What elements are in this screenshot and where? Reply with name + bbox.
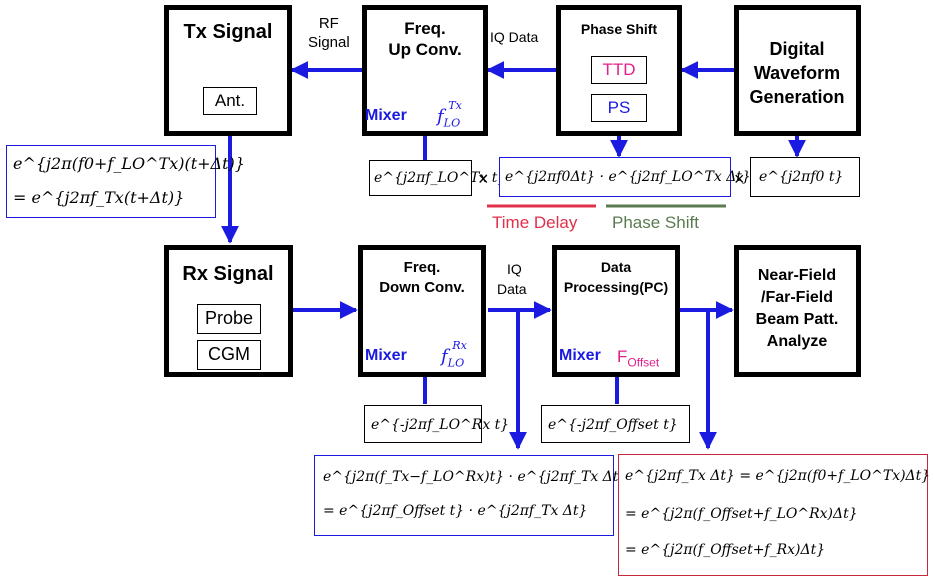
proc-mixer-label: Mixer — [559, 347, 601, 364]
analyze-title-2: /Far-Field — [760, 289, 834, 306]
final-result-line-1: e^{j2πf_Tx Δt} = e^{j2π(f0+f_LO^Tx)Δt} — [625, 468, 931, 484]
iq-result-line-2: = e^{j2πf_Offset t} · e^{j2πf_Tx Δt} — [323, 503, 588, 519]
probe-label: Probe — [204, 308, 254, 328]
rx-signal-title: Rx Signal — [182, 263, 274, 285]
tx-signal-formula: e^{j2π(f0+f_LO^Tx)(t+Δt)} = e^{j2πf_Tx(t… — [6, 145, 245, 218]
tx-formula-line-2: = e^{j2πf_Tx(t+Δt)} — [13, 188, 185, 207]
iq-result-formula: e^{j2π(f_Tx−f_LO^Rx)t} · e^{j2πf_Tx Δt} … — [314, 455, 627, 536]
lo-rx-formula: e^{-j2πf_LO^Rx t} — [364, 405, 509, 443]
data-label-bottom: Data — [497, 281, 527, 297]
upconv-title-1: Freq. — [404, 19, 446, 38]
iq-data-label-top: IQ Data — [490, 29, 539, 45]
digital-title-3: Generation — [749, 87, 845, 107]
iq-result-line-1: e^{j2π(f_Tx−f_LO^Rx)t} · e^{j2πf_Tx Δt} — [323, 469, 628, 485]
digital-title-1: Digital — [769, 39, 825, 59]
freq-up-conv-block: Freq. Up Conv. Mixer fLOTx — [362, 5, 488, 136]
analyze-title-3: Beam Patt. — [755, 311, 839, 328]
data-processing-block: Data Processing(PC) Mixer FOffset — [552, 245, 680, 377]
antenna-label: Ant. — [214, 91, 246, 110]
lo-tx-formula: e^{j2πf_LO^Tx t} — [369, 160, 506, 196]
ttd-box: TTD — [591, 56, 647, 84]
upconv-title-2: Up Conv. — [388, 40, 462, 59]
tx-signal-title: Tx Signal — [183, 21, 273, 43]
downconv-lo-freq: fLORx — [441, 339, 467, 370]
rf-signal-label: RF Signal — [308, 15, 350, 51]
cgm-box: CGM — [197, 340, 261, 370]
multiply-sign-1: × — [478, 169, 489, 189]
time-delay-label: Time Delay — [492, 213, 578, 232]
baseband-expr: e^{j2πf0 t} — [759, 169, 844, 185]
final-result-line-2: = e^{j2π(f_Offset+f_LO^Rx)Δt} — [625, 506, 858, 522]
tx-signal-block: Tx Signal Ant. — [164, 5, 292, 136]
ps-box: PS — [591, 94, 647, 122]
phase-shift-label: Phase Shift — [612, 213, 699, 232]
phase-formula: e^{j2πf0Δt} · e^{j2πf_LO^Tx Δt} — [499, 157, 751, 197]
ps-label: PS — [607, 98, 631, 117]
proc-title-2: Processing(PC) — [563, 279, 669, 295]
probe-box: Probe — [197, 304, 261, 334]
analyze-title-1: Near-Field — [757, 267, 837, 284]
analyze-title-4: Analyze — [766, 333, 828, 350]
phase-shift-block: Phase Shift TTD PS — [556, 5, 682, 136]
downconv-mixer-label: Mixer — [365, 347, 407, 364]
freq-down-conv-block: Freq. Down Conv. Mixer fLORx — [358, 245, 486, 377]
rx-signal-block: Rx Signal Probe CGM — [164, 245, 293, 377]
proc-title-1: Data — [600, 259, 632, 275]
cgm-label: CGM — [208, 344, 250, 364]
phase-expr: e^{j2πf0Δt} · e^{j2πf_LO^Tx Δt} — [505, 169, 751, 185]
final-result-line-3: = e^{j2π(f_Offset+f_Rx)Δt} — [625, 542, 826, 558]
analyze-block: Near-Field /Far-Field Beam Patt. Analyze — [734, 245, 861, 377]
lo-rx-expr: e^{-j2πf_LO^Rx t} — [371, 417, 510, 433]
multiply-sign-2: × — [734, 169, 745, 189]
phase-shift-title: Phase Shift — [580, 21, 658, 37]
baseband-formula: e^{j2πf0 t} — [750, 157, 860, 197]
final-result-formula: e^{j2πf_Tx Δt} = e^{j2π(f0+f_LO^Tx)Δt} =… — [618, 454, 931, 576]
iq-label-bottom: IQ — [507, 261, 522, 277]
lo-offset-expr: e^{-j2πf_Offset t} — [548, 417, 678, 433]
digital-waveform-block: Digital Waveform Generation — [734, 5, 861, 136]
downconv-title-2: Down Conv. — [379, 279, 465, 296]
downconv-title-1: Freq. — [403, 259, 441, 276]
ttd-label: TTD — [602, 60, 636, 79]
proc-offset-freq: FOffset — [617, 347, 660, 370]
lo-offset-formula: e^{-j2πf_Offset t} — [541, 405, 690, 443]
antenna-box: Ant. — [203, 87, 257, 115]
digital-title-2: Waveform — [753, 63, 841, 83]
upconv-mixer-label: Mixer — [365, 107, 407, 124]
upconv-lo-freq: fLOTx — [437, 99, 462, 130]
lo-tx-expr: e^{j2πf_LO^Tx t} — [374, 170, 507, 186]
tx-formula-line-1: e^{j2π(f0+f_LO^Tx)(t+Δt)} — [13, 154, 245, 173]
